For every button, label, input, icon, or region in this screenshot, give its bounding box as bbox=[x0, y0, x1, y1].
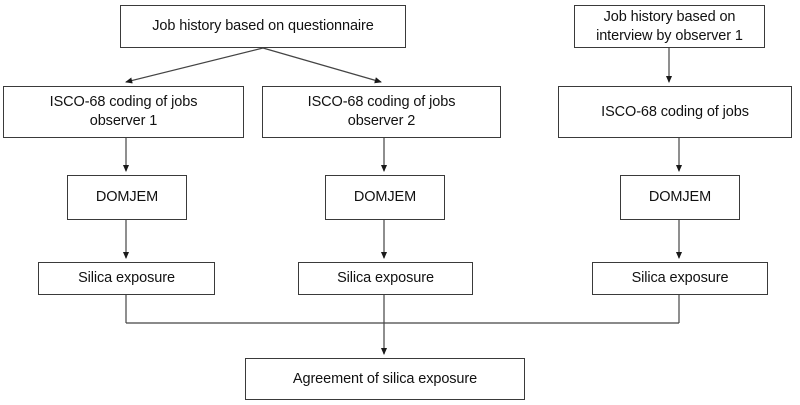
node-label: Silica exposure bbox=[631, 270, 729, 287]
node-label: DOMJEM bbox=[648, 189, 712, 206]
node-domjem-2: DOMJEM bbox=[325, 175, 445, 220]
node-domjem-1: DOMJEM bbox=[67, 175, 187, 220]
node-label: Agreement of silica exposure bbox=[292, 370, 478, 387]
node-agreement-silica-exposure: Agreement of silica exposure bbox=[245, 358, 525, 400]
node-label: DOMJEM bbox=[95, 189, 159, 206]
node-label: ISCO-68 coding of jobs bbox=[601, 103, 749, 120]
node-label: Silica exposure bbox=[78, 270, 175, 287]
node-domjem-3: DOMJEM bbox=[620, 175, 740, 220]
node-silica-exposure-3: Silica exposure bbox=[592, 262, 768, 295]
node-label: Job history based on questionnaire bbox=[152, 18, 374, 35]
node-isco-68-interview: ISCO-68 coding of jobs bbox=[558, 86, 792, 138]
edge-questionnaire-to-observer-1 bbox=[125, 47, 264, 84]
edge-silica-merge-to-agreement bbox=[125, 295, 680, 355]
edge-questionnaire-to-observer-2 bbox=[262, 47, 382, 84]
node-label: DOMJEM bbox=[353, 189, 417, 206]
node-silica-exposure-2: Silica exposure bbox=[298, 262, 473, 295]
node-silica-exposure-1: Silica exposure bbox=[38, 262, 215, 295]
node-job-history-questionnaire: Job history based on questionnaire bbox=[120, 5, 406, 48]
node-label: Silica exposure bbox=[337, 270, 434, 287]
